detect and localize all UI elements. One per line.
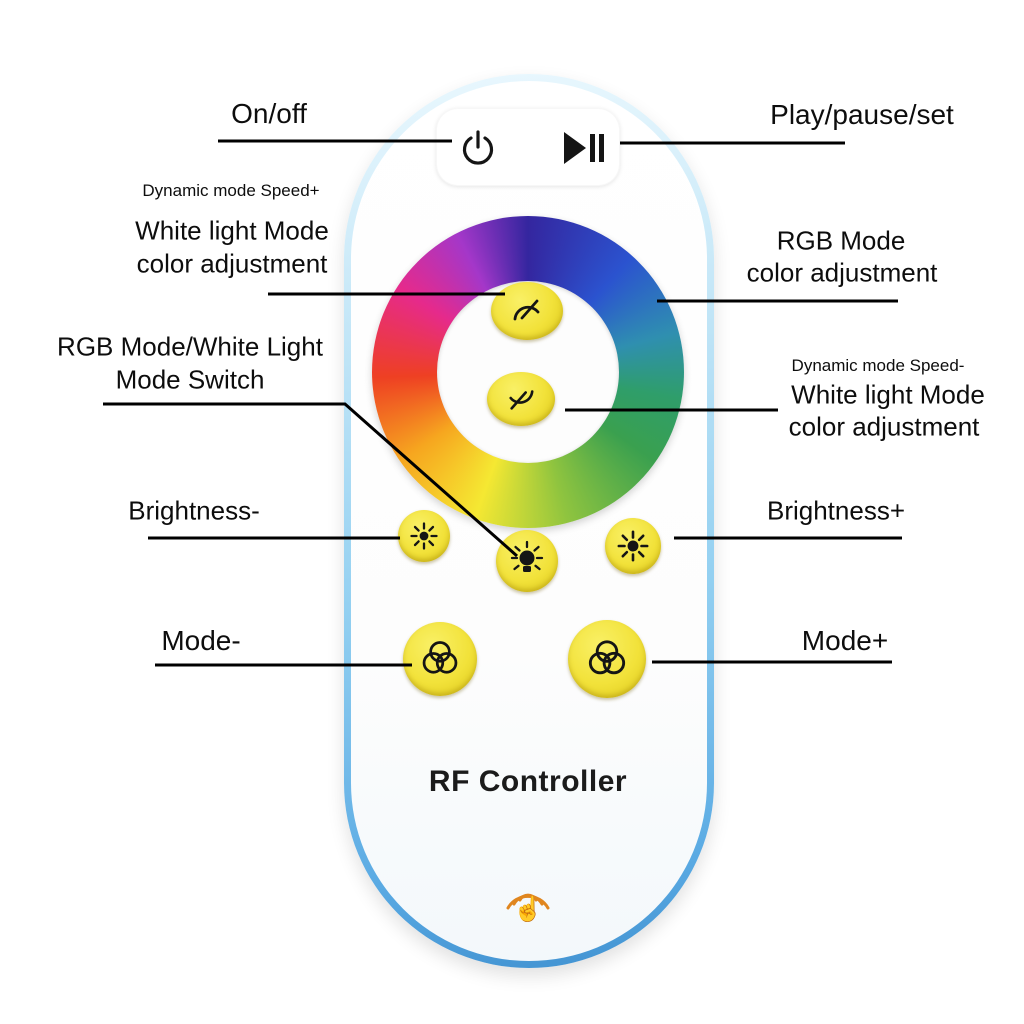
- label-white-mode-right-1: White light Mode: [791, 379, 985, 410]
- top-button-plate: [436, 108, 620, 186]
- label-dynamic-speed-minus: Dynamic mode Speed-: [791, 356, 965, 375]
- label-white-mode-left-1: White light Mode: [135, 215, 329, 246]
- brightness-minus-icon: [410, 522, 438, 550]
- speed-plus-icon: [513, 299, 540, 321]
- brightness-plus-button[interactable]: [605, 518, 661, 574]
- label-brightness-minus: Brightness-: [128, 495, 260, 526]
- power-icon: [462, 130, 494, 165]
- label-brightness-plus: Brightness+: [766, 495, 906, 526]
- mode-minus-button[interactable]: [403, 622, 477, 696]
- speed-minus-icon: [509, 390, 534, 410]
- label-on-off: On/off: [231, 98, 307, 129]
- label-white-mode-right-2: color adjustment: [788, 411, 980, 442]
- brightness-plus-icon: [617, 530, 649, 562]
- rf-signal-icon: [506, 893, 550, 910]
- label-switch-1: RGB Mode/White Light: [57, 331, 323, 362]
- label-rgb-mode-2: color adjustment: [746, 257, 938, 288]
- rgb-white-switch-button[interactable]: [496, 530, 558, 592]
- speed-minus-button[interactable]: [487, 372, 555, 426]
- speed-plus-button[interactable]: [491, 282, 563, 340]
- label-switch-2: Mode Switch: [115, 364, 265, 395]
- label-white-mode-left-2: color adjustment: [136, 248, 328, 279]
- light-bulb-icon: [510, 540, 544, 572]
- label-play-pause-set: Play/pause/set: [770, 99, 954, 130]
- mode-plus-icon: [588, 640, 626, 675]
- label-mode-plus: Mode+: [801, 625, 889, 656]
- play-pause-button[interactable]: [556, 124, 614, 172]
- label-mode-minus: Mode-: [161, 625, 241, 656]
- brand-label: RF Controller: [428, 765, 628, 798]
- play-pause-icon: [564, 132, 604, 164]
- label-rgb-mode-1: RGB Mode: [776, 225, 906, 256]
- brightness-minus-button[interactable]: [398, 510, 450, 562]
- mode-plus-button[interactable]: [568, 620, 646, 698]
- power-button[interactable]: [450, 120, 506, 176]
- touch-hand-icon: ☝: [513, 896, 543, 923]
- mode-minus-icon: [422, 641, 458, 674]
- label-dynamic-speed-plus: Dynamic mode Speed+: [142, 181, 320, 200]
